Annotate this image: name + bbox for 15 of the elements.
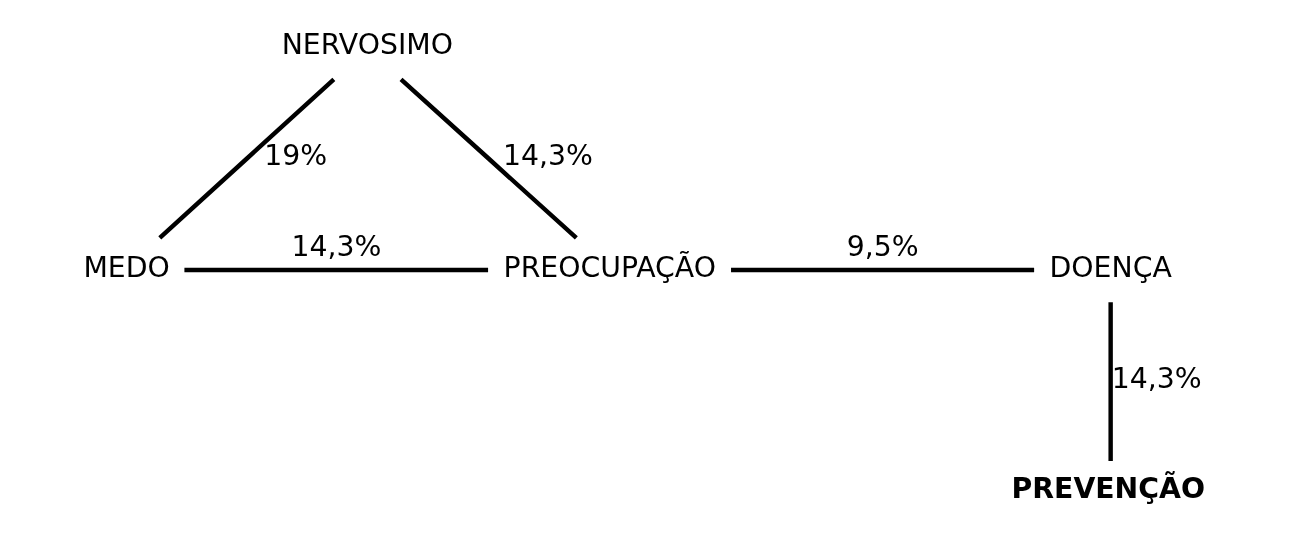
- node-text: NERVOSIMO: [281, 27, 453, 61]
- node-text: PREOCUPAÇÃO: [503, 250, 716, 284]
- edge-label: 14,3%: [502, 139, 593, 173]
- edge-label: 14,3%: [1111, 362, 1202, 396]
- connector: [158, 77, 336, 240]
- connector: [731, 267, 1035, 273]
- connector: [399, 77, 578, 240]
- connector: [1108, 302, 1113, 461]
- edge-label: 14,3%: [291, 229, 382, 263]
- connector: [184, 267, 489, 273]
- edge-label: 19%: [264, 139, 328, 173]
- node-text: DOENÇA: [1049, 250, 1172, 284]
- edge-label: 9,5%: [846, 229, 919, 263]
- node-text: PREVENÇÃO: [1011, 471, 1206, 505]
- node-text: MEDO: [83, 250, 170, 284]
